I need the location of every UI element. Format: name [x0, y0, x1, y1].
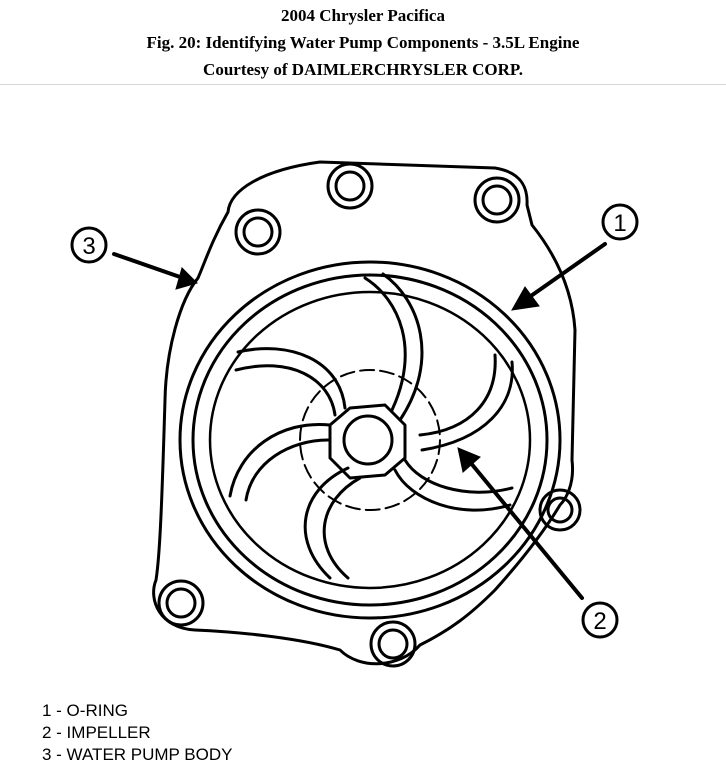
- callout-1-arrowhead: [511, 286, 540, 311]
- impeller-vane-5-b: [403, 458, 514, 494]
- callout-2-arrow: [468, 460, 584, 600]
- bolt-hole-top: [326, 162, 374, 210]
- bolt-hole-bottom-left: [157, 579, 205, 627]
- impeller-hub-shaft: [342, 414, 394, 466]
- callout-3-number: 3: [82, 233, 95, 260]
- legend-item-water-pump-body: 3 - WATER PUMP BODY: [42, 745, 233, 764]
- impeller-inner-ring: [299, 369, 441, 511]
- legend-item-o-ring: 1 - O-RING: [42, 701, 128, 720]
- impeller-vane-5: [393, 468, 512, 512]
- impeller-vane-6: [418, 353, 497, 437]
- bolt-hole-left-inner: [242, 216, 274, 248]
- bolt-holes: [157, 162, 582, 668]
- o-ring-outer: [178, 260, 562, 620]
- callout-2-circle: [581, 601, 619, 639]
- callout-1-arrow: [526, 242, 607, 300]
- callout-3-arrow: [112, 252, 182, 279]
- figure-header: 2004 Chrysler Pacifica Fig. 20: Identify…: [0, 0, 726, 85]
- impeller-vane-1: [363, 276, 407, 412]
- impeller-vane-3-b: [244, 438, 330, 502]
- impeller: [228, 272, 514, 580]
- impeller-vane-2: [236, 347, 347, 410]
- callout-1-circle: [601, 203, 639, 241]
- bolt-hole-bottom-inner: [377, 628, 409, 660]
- callout-1-number: 1: [613, 210, 626, 237]
- callout-3-arrowhead: [175, 267, 198, 290]
- impeller-cavity: [208, 290, 532, 590]
- callout-2-arrowhead: [457, 447, 481, 473]
- impeller-vane-4: [303, 466, 350, 580]
- impeller-vane-6-b: [420, 360, 514, 452]
- bolt-hole-bottom: [369, 620, 417, 668]
- bolt-hole-left: [234, 208, 282, 256]
- impeller-vane-4-b: [322, 476, 362, 580]
- callout-3-circle: [70, 226, 108, 264]
- impeller-vane-2-b: [234, 364, 337, 417]
- water-pump-diagram: 1 2 3: [70, 160, 639, 668]
- o-ring-inner: [191, 273, 549, 607]
- document-title: 2004 Chrysler Pacifica: [281, 6, 445, 25]
- impeller-vane-1-b: [381, 272, 424, 422]
- figure-caption: Fig. 20: Identifying Water Pump Componen…: [146, 33, 580, 52]
- bolt-hole-top-right-inner: [481, 184, 513, 216]
- impeller-hub-nut: [328, 403, 407, 480]
- bolt-hole-right: [538, 488, 582, 532]
- bolt-hole-top-right: [473, 176, 521, 224]
- impeller-vane-3: [228, 422, 332, 498]
- legend: 1 - O-RING 2 - IMPELLER 3 - WATER PUMP B…: [42, 700, 233, 766]
- callout-2-number: 2: [593, 608, 606, 635]
- courtesy-line: Courtesy of DAIMLERCHRYSLER CORP.: [203, 60, 523, 79]
- water-pump-body-outline: [152, 160, 577, 666]
- bolt-hole-bottom-left-inner: [165, 587, 197, 619]
- legend-item-impeller: 2 - IMPELLER: [42, 723, 151, 742]
- bolt-hole-right-inner: [546, 496, 574, 524]
- bolt-hole-top-inner: [334, 170, 366, 202]
